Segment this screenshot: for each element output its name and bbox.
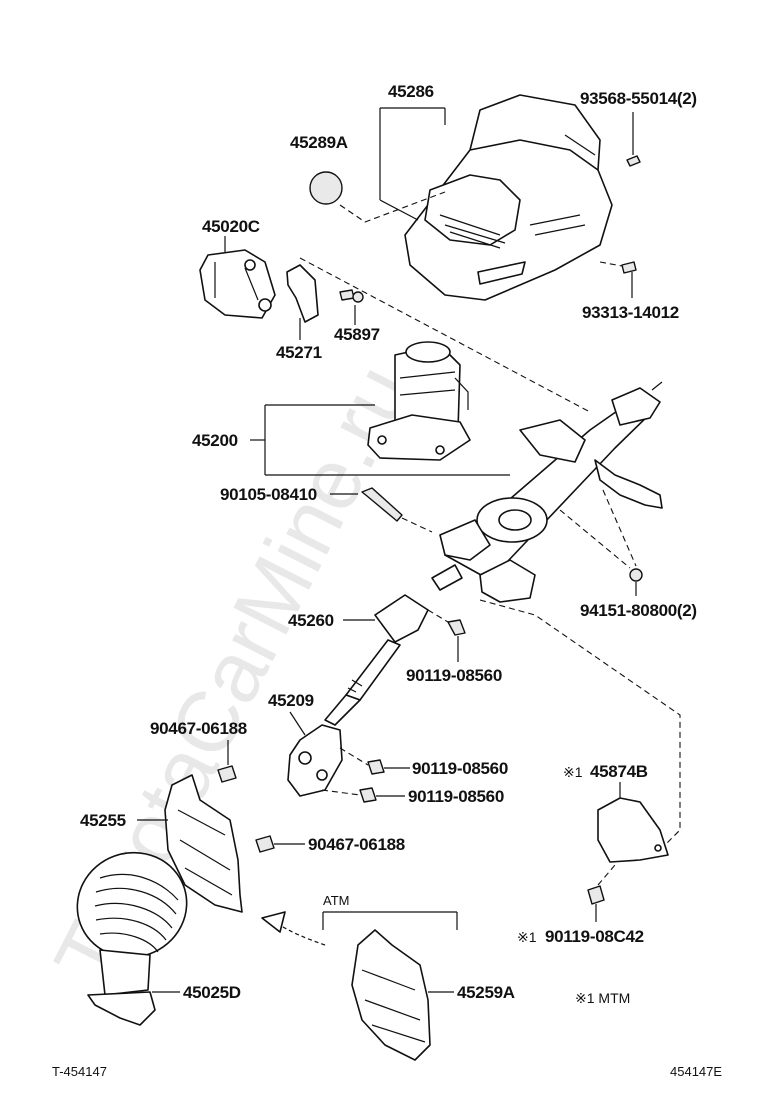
label-45289A: 45289A (290, 133, 348, 152)
bolt-90119-a[interactable] (447, 619, 466, 636)
screw-93568[interactable] (626, 112, 641, 167)
bolt-90119-b[interactable] (367, 759, 385, 775)
cover-45259A[interactable] (351, 929, 431, 1061)
bolt-90119-c[interactable] (359, 787, 377, 803)
steering-column-45200[interactable] (431, 381, 663, 603)
label-90467-b: 90467-06188 (308, 835, 405, 854)
shaft-45260[interactable] (324, 594, 429, 726)
label-45286-bracket (379, 107, 446, 221)
label-90105: 90105-08410 (220, 485, 317, 504)
label-90119-c: 90119-08560 (408, 787, 504, 806)
label-45200: 45200 (192, 431, 238, 450)
label-94151: 94151-80800(2) (580, 601, 697, 620)
clip-90467-b[interactable] (255, 835, 275, 853)
bracket-45271[interactable] (286, 264, 319, 323)
label-45260: 45260 (288, 611, 334, 630)
label-45259A: 45259A (457, 983, 515, 1002)
label-45271: 45271 (276, 343, 322, 362)
label-90119-d-mark: ※1 (517, 929, 537, 945)
ref-left: T-454147 (52, 1064, 107, 1079)
label-93313: 93313-14012 (582, 303, 679, 322)
screw-93313[interactable] (599, 261, 637, 298)
boot-45025D[interactable] (63, 837, 202, 1026)
label-90467-a: 90467-06188 (150, 719, 247, 738)
label-90119-a: 90119-08560 (406, 666, 502, 685)
label-90119-d: 90119-08C42 (545, 927, 644, 946)
atm-arrow (261, 911, 326, 946)
label-45209: 45209 (268, 691, 314, 710)
label-93568: 93568-55014(2) (580, 89, 697, 108)
label-45020C: 45020C (202, 217, 260, 236)
switch-45020C[interactable] (199, 249, 276, 319)
joint-45209[interactable] (287, 724, 343, 797)
cover-45255[interactable] (164, 774, 243, 913)
note-mtm: ※1 MTM (575, 990, 630, 1006)
cover-45874B[interactable] (597, 797, 669, 863)
label-45874B-mark: ※1 (563, 764, 583, 780)
label-45025D: 45025D (183, 983, 241, 1002)
label-45874B: 45874B (590, 762, 648, 781)
label-45255: 45255 (80, 811, 126, 830)
label-45897: 45897 (334, 325, 380, 344)
ref-right: 454147E (670, 1064, 722, 1079)
label-45200-bracket (250, 404, 510, 476)
bolt-90119-d[interactable] (587, 885, 605, 905)
motor-45200[interactable] (367, 341, 471, 461)
bolt-90105[interactable] (361, 487, 403, 522)
label-45286: 45286 (388, 82, 434, 101)
atm-bracket (322, 911, 458, 930)
column-cover-45286[interactable] (404, 94, 613, 301)
screw-45897[interactable] (339, 289, 364, 303)
cap-45289A[interactable] (309, 171, 343, 205)
nut-94151[interactable] (629, 568, 643, 582)
label-90119-b: 90119-08560 (412, 759, 508, 778)
clip-90467-a[interactable] (217, 765, 237, 783)
label-atm: ATM (323, 893, 349, 908)
